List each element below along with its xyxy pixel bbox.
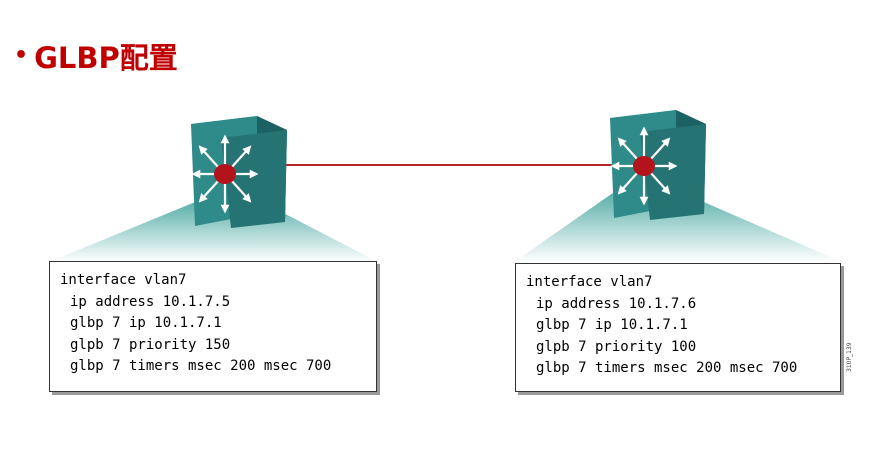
config-line: interface vlan7 — [526, 274, 653, 290]
config-line: glbp 7 ip 10.1.7.1 — [70, 315, 222, 331]
config-line: glpb 7 priority 100 — [536, 338, 697, 355]
config-line: ip address 10.1.7.5 — [70, 293, 231, 310]
right-switch-beam — [514, 188, 842, 262]
right-switch-config: interface vlan7 ip address 10.1.7.6 glbp… — [515, 263, 841, 392]
config-line: ip address 10.1.7.6 — [536, 295, 697, 312]
left-multilayer-switch-icon — [191, 116, 287, 228]
title-bullet: • — [14, 42, 29, 68]
config-line: interface vlan7 — [60, 272, 187, 288]
config-line: glbp 7 timers msec 200 msec 700 — [536, 360, 798, 376]
title-text: GLBP配置 — [34, 41, 178, 75]
config-line: glbp 7 timers msec 200 msec 700 — [70, 358, 332, 374]
config-line: glbp 7 ip 10.1.7.1 — [536, 317, 688, 333]
figure-id: 310P_139 — [846, 342, 853, 372]
slide-title: • GLBP配置 — [14, 36, 178, 76]
right-multilayer-switch-icon — [610, 110, 706, 220]
config-line: glpb 7 priority 150 — [70, 336, 231, 353]
left-switch-beam — [49, 198, 378, 262]
left-switch-config: interface vlan7 ip address 10.1.7.5 glbp… — [49, 261, 377, 392]
